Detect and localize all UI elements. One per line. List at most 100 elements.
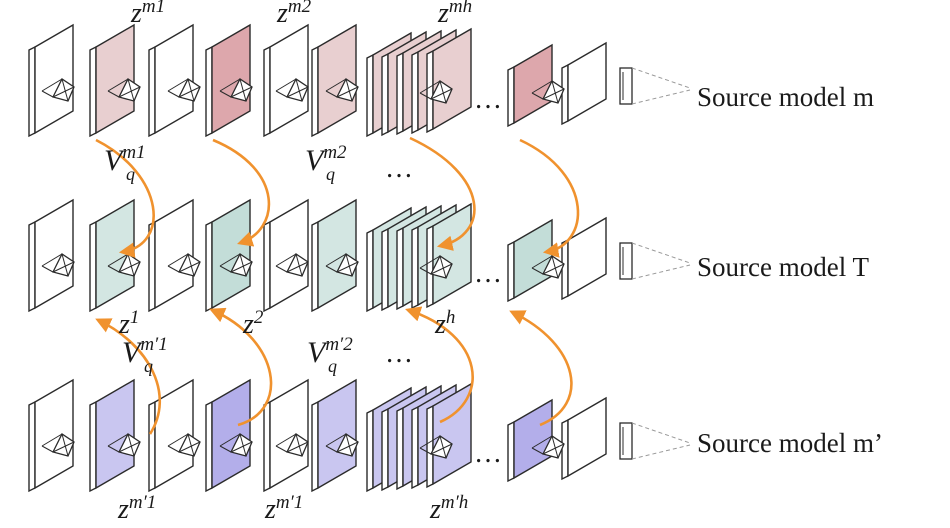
row-label-m: Source model m [697,82,874,112]
row-m_prime-stack [28,378,691,493]
row-m_prime-layer-0 [28,378,74,493]
transfer-arrow-4 [95,318,161,435]
vq-mp2-label: Vm′2 [307,334,353,369]
transfer-arrow-7 [509,310,573,427]
row-T-layer-1 [89,198,135,313]
z-2-label: z2 [242,307,264,340]
row-m-layer-1 [89,23,135,138]
row-m_prime-kernel-5 [325,433,359,457]
row-T-kernel-0 [41,253,75,277]
row-m_prime-kernel-2 [167,433,201,457]
lower-transfer-labels: Vm′1 q Vm′2 q … [122,334,413,376]
row-T-head-box [619,242,633,280]
transfer-arrow-0 [95,138,155,258]
row-m-stack-plate-4 [426,27,472,134]
row-T-kernel-3 [219,253,253,277]
row-m-kernel-2 [167,78,201,102]
row-m-ellipsis: … [474,84,502,115]
row-m_prime-layer-5 [311,378,357,493]
vq-mp1-sub: q [144,356,153,376]
upper-ellipsis: … [385,153,413,184]
row-T-stack-kernel [419,255,453,279]
row-label-mprime: Source model m’ [697,428,883,458]
transfer-arrow-3 [519,138,580,258]
z-m1-label: zm1 [130,0,165,29]
row-m-layer-5 [311,23,357,138]
row-m_prime-layer-1 [89,378,135,493]
row-m-stack [28,23,691,138]
row-m_prime-tail-kernel [531,435,565,459]
row-m_prime-layer-2 [148,378,194,493]
upper-transfer-labels: Vm1 q Vm2 q … [104,142,413,184]
transfer-arrow-6 [405,306,474,424]
row-m_prime-layer-3 [205,378,251,493]
z-mph-label: zm′h [429,492,468,525]
row-m-tail-kernel [531,80,565,104]
row-T-head-fan-top [631,242,691,264]
row-T-stack [28,198,691,313]
row-m-kernel-4 [275,78,309,102]
row-m-head-fan-top [631,67,691,89]
z-m2-label: zm2 [276,0,312,29]
row-m_prime-stack-plate-4 [426,382,472,489]
vq-m2-sub: q [326,164,335,184]
row-m-head-fan-bottom [631,89,691,105]
transfer-arrow-5 [209,307,273,427]
z-mp1-label: zm′1 [117,492,156,525]
row-T-layer-3 [205,198,251,313]
row-T-tail-white [561,216,607,301]
row-m_prime-tail-white [561,396,607,481]
row-m_prime-head-fan-top [631,422,691,444]
row-m-kernel-1 [107,78,141,102]
row-m_prime-head-fan-bottom [631,444,691,460]
row-T-layer-5 [311,198,357,313]
row-m-kernel-3 [219,78,253,102]
z-h-label: zh [434,307,455,340]
row-m-layer-4 [263,23,309,138]
row-m-stack-kernel [419,80,453,104]
row-m_prime-kernel-3 [219,433,253,457]
row-T-head-fan-bottom [631,264,691,280]
lower-ellipsis: … [385,338,413,369]
row-m-kernel-0 [41,78,75,102]
row-T-kernel-5 [325,253,359,277]
row-T-layer-0 [28,198,74,313]
row-m-tail-colored [507,43,553,128]
row-T-stack-plate-4 [426,202,472,309]
row-T-kernel-2 [167,253,201,277]
row-mprime-ellipsis: … [474,438,502,469]
row-m-kernel-5 [325,78,359,102]
vq-m1-label: Vm1 [104,142,146,177]
row-T-layer-4 [263,198,309,313]
z-1-label: z1 [118,307,139,340]
row-m_prime-head-box [619,422,633,460]
row-m-top-labels: zm1 zm2 zmh [130,0,472,29]
row-m-head-box [619,67,633,105]
row-T-tail-kernel [531,255,565,279]
z-mh-label: zmh [437,0,472,29]
row-m_prime-kernel-4 [275,433,309,457]
row-m-layer-0 [28,23,74,138]
row-mprime-bottom-labels: zm′1 zm′1 zm′h [117,492,468,525]
row-T-kernel-4 [275,253,309,277]
row-label-T: Source model T [697,252,869,282]
row-T-bottom-labels: z1 z2 zh [118,307,455,340]
transfer-arrow-2 [409,136,476,251]
row-T-ellipsis: … [474,258,502,289]
vq-mp1-label: Vm′1 [122,334,168,369]
row-T-kernel-1 [107,253,141,277]
vq-m2-label: Vm2 [305,142,347,177]
vq-mp2-sub: q [328,356,337,376]
row-m_prime-kernel-0 [41,433,75,457]
row-T-tail-colored [507,218,553,303]
row-m-tail-white [561,41,607,126]
row-m_prime-kernel-1 [107,433,141,457]
transfer-arrow-1 [212,138,271,247]
row-m_prime-stack-kernel [419,435,453,459]
row-m-layer-2 [148,23,194,138]
row-m_prime-layer-4 [263,378,309,493]
row-m-layer-3 [205,23,251,138]
z-mp1b-label: zm′1 [264,492,303,525]
vq-m1-sub: q [126,164,135,184]
